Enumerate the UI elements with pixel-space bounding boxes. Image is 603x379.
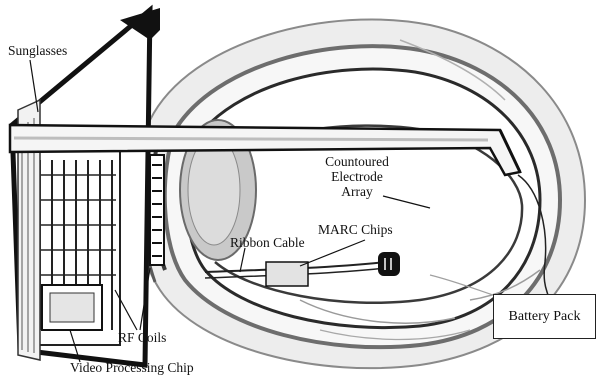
rf-coils	[150, 155, 164, 265]
label-rf-coils: RF Coils	[118, 330, 166, 345]
label-battery-pack: Battery Pack	[493, 294, 596, 339]
sunglasses	[12, 8, 160, 365]
label-electrode-line-2: Electrode	[312, 169, 402, 184]
label-contoured-electrode-array: Countoured Electrode Array	[312, 154, 402, 199]
label-ribbon-cable: Ribbon Cable	[230, 235, 305, 250]
label-electrode-line-1: Countoured	[312, 154, 402, 169]
label-sunglasses: Sunglasses	[8, 43, 67, 58]
label-video-processing-chip: Video Processing Chip	[70, 360, 194, 375]
label-electrode-line-3: Array	[312, 184, 402, 199]
marc-chips	[378, 252, 400, 276]
label-marc-chips: MARC Chips	[318, 222, 393, 237]
